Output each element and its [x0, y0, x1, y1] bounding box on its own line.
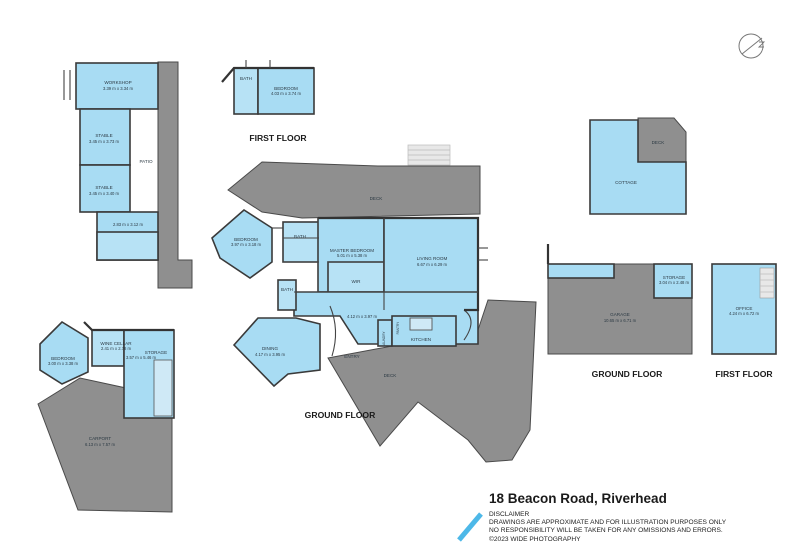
- disclaimer-line-1: DRAWINGS ARE APPROXIMATE AND FOR ILLUSTR…: [489, 519, 727, 527]
- workshop-room: [75, 62, 159, 110]
- floor-label-first-top: FIRST FLOOR: [249, 133, 307, 143]
- office-block: OFFICE 4.24 m x 6.72 m FIRST FLOOR: [711, 263, 777, 379]
- storage-right-room: [653, 263, 693, 299]
- disclaimer-copyright: ©2023 WIDE PHOTOGRAPHY: [489, 535, 581, 543]
- garage-label: GARAGE: [610, 312, 630, 317]
- deck-stairs: [407, 144, 451, 166]
- garage-dims: 10.65 m x 6.71 m: [604, 318, 637, 323]
- compass-icon: [738, 33, 766, 59]
- dining-room: [232, 317, 321, 388]
- bedroom-left-label: BEDROOM: [51, 356, 75, 361]
- carport-block: BEDROOM 3.00 m x 3.38 m WINE CELLAR 2.41…: [37, 320, 175, 513]
- disclaimer-line-2: NO RESPONSIBILITY WILL BE TAKEN FOR ANY …: [489, 527, 723, 535]
- outbuilding: WORKSHOP 3.39 m x 3.34 m STABLE 3.45 m x…: [63, 61, 193, 289]
- first-floor-top: BATH BEDROOM 4.03 m x 3.74 m FIRST FLOOR: [221, 60, 315, 143]
- small-room-lower: [96, 231, 159, 261]
- cottage-room: [589, 119, 687, 215]
- floor-label-ground-right: GROUND FLOOR: [592, 369, 663, 379]
- bath-ff-label: BATH: [240, 76, 252, 81]
- workshop-label: WORKSHOP: [104, 80, 131, 85]
- storage-right-label: STORAGE: [663, 275, 685, 280]
- wir-label: WIR: [352, 279, 362, 284]
- master-label: MASTER BEDROOM: [330, 248, 374, 253]
- deck-main-label: DECK: [370, 196, 384, 201]
- brand-slash-icon: [457, 512, 483, 542]
- stable2-dims: 3.45 m x 3.40 m: [89, 191, 120, 196]
- living-dims: 6.67 m x 6.29 m: [417, 262, 448, 267]
- deck-lower-label: DECK: [384, 373, 398, 378]
- storage-right-dims: 3.04 m x 2.48 m: [659, 280, 690, 285]
- master-dims: 5.01 m x 5.38 m: [337, 253, 368, 258]
- carport-label: CARPORT: [89, 436, 112, 441]
- carport-dims: 6.13 m x 7.57 m: [85, 442, 116, 447]
- floor-label-first-right: FIRST FLOOR: [715, 369, 773, 379]
- bedroom-main-dims: 3.97 m x 3.18 m: [231, 242, 262, 247]
- bedroom-ff-dims: 4.03 m x 3.74 m: [271, 91, 302, 96]
- dining-label: DINING: [262, 346, 279, 351]
- bath-ff-room: [233, 67, 259, 115]
- disclaimer-block: DISCLAIMER DRAWINGS ARE APPROXIMATE AND …: [489, 511, 726, 544]
- patio-label: PATIO: [139, 159, 153, 164]
- hall-dims: 4.12 m x 3.97 m: [347, 314, 378, 319]
- wine-cellar-room: [91, 329, 125, 367]
- bedroom-left-dims: 3.00 m x 3.38 m: [48, 361, 79, 366]
- top-deck: [227, 161, 481, 219]
- main-house: DECK BEDROOM 3.97 m x 3.18 m BATH MASTER…: [211, 144, 537, 463]
- stable1-label: STABLE: [95, 133, 112, 138]
- wir-room: [327, 261, 385, 293]
- bedroom-main-room: [211, 209, 273, 279]
- storage-left-label: STORAGE: [145, 350, 167, 355]
- bath-main-room: [282, 221, 320, 263]
- bath-main-label: BATH: [294, 234, 306, 239]
- garage-entry-strip: [547, 263, 615, 279]
- disclaimer-heading: DISCLAIMER: [489, 511, 530, 518]
- lower-deck: [327, 299, 537, 463]
- bedroom-main-label: BEDROOM: [234, 237, 258, 242]
- dining-dims: 4.17 m x 3.95 m: [255, 352, 286, 357]
- kitchen-label: KITCHEN: [411, 337, 431, 342]
- office-label: OFFICE: [736, 306, 753, 311]
- stable1-dims: 3.45 m x 3.73 m: [89, 139, 120, 144]
- office-dims: 4.24 m x 6.72 m: [729, 311, 760, 316]
- bath-small-room: [277, 279, 297, 311]
- cottage-block: COTTAGE DECK: [589, 117, 687, 215]
- cottage-label: COTTAGE: [615, 180, 637, 185]
- stable-room-1: [79, 108, 131, 166]
- living-label: LIVING ROOM: [417, 256, 448, 261]
- bedroom-left-room: [39, 320, 89, 385]
- wine-cellar-dims: 2.41 m x 2.78 m: [101, 346, 132, 351]
- bath-small-label: BATH: [281, 287, 293, 292]
- bedroom-ff-label: BEDROOM: [274, 86, 298, 91]
- property-address: 18 Beacon Road, Riverhead: [489, 491, 667, 506]
- workshop-dims: 3.39 m x 3.34 m: [103, 86, 134, 91]
- laundry-label: LAUNDRY: [382, 331, 386, 347]
- storage-left-dims: 3.57 m x 5.46 m: [126, 355, 157, 360]
- deck-cottage-label: DECK: [652, 140, 666, 145]
- entry-label: ENTRY: [344, 354, 360, 359]
- pantry-label: PANTRY: [396, 321, 400, 335]
- small-room-dims: 2.83 m x 3.12 m: [113, 222, 144, 227]
- patio-strip: [157, 61, 193, 289]
- stable2-label: STABLE: [95, 185, 112, 190]
- floor-label-ground-main: GROUND FLOOR: [305, 410, 376, 420]
- garage-block: STORAGE 3.04 m x 2.48 m GARAGE 10.65 m x…: [546, 244, 693, 379]
- wine-cellar-label: WINE CELLAR: [100, 341, 132, 346]
